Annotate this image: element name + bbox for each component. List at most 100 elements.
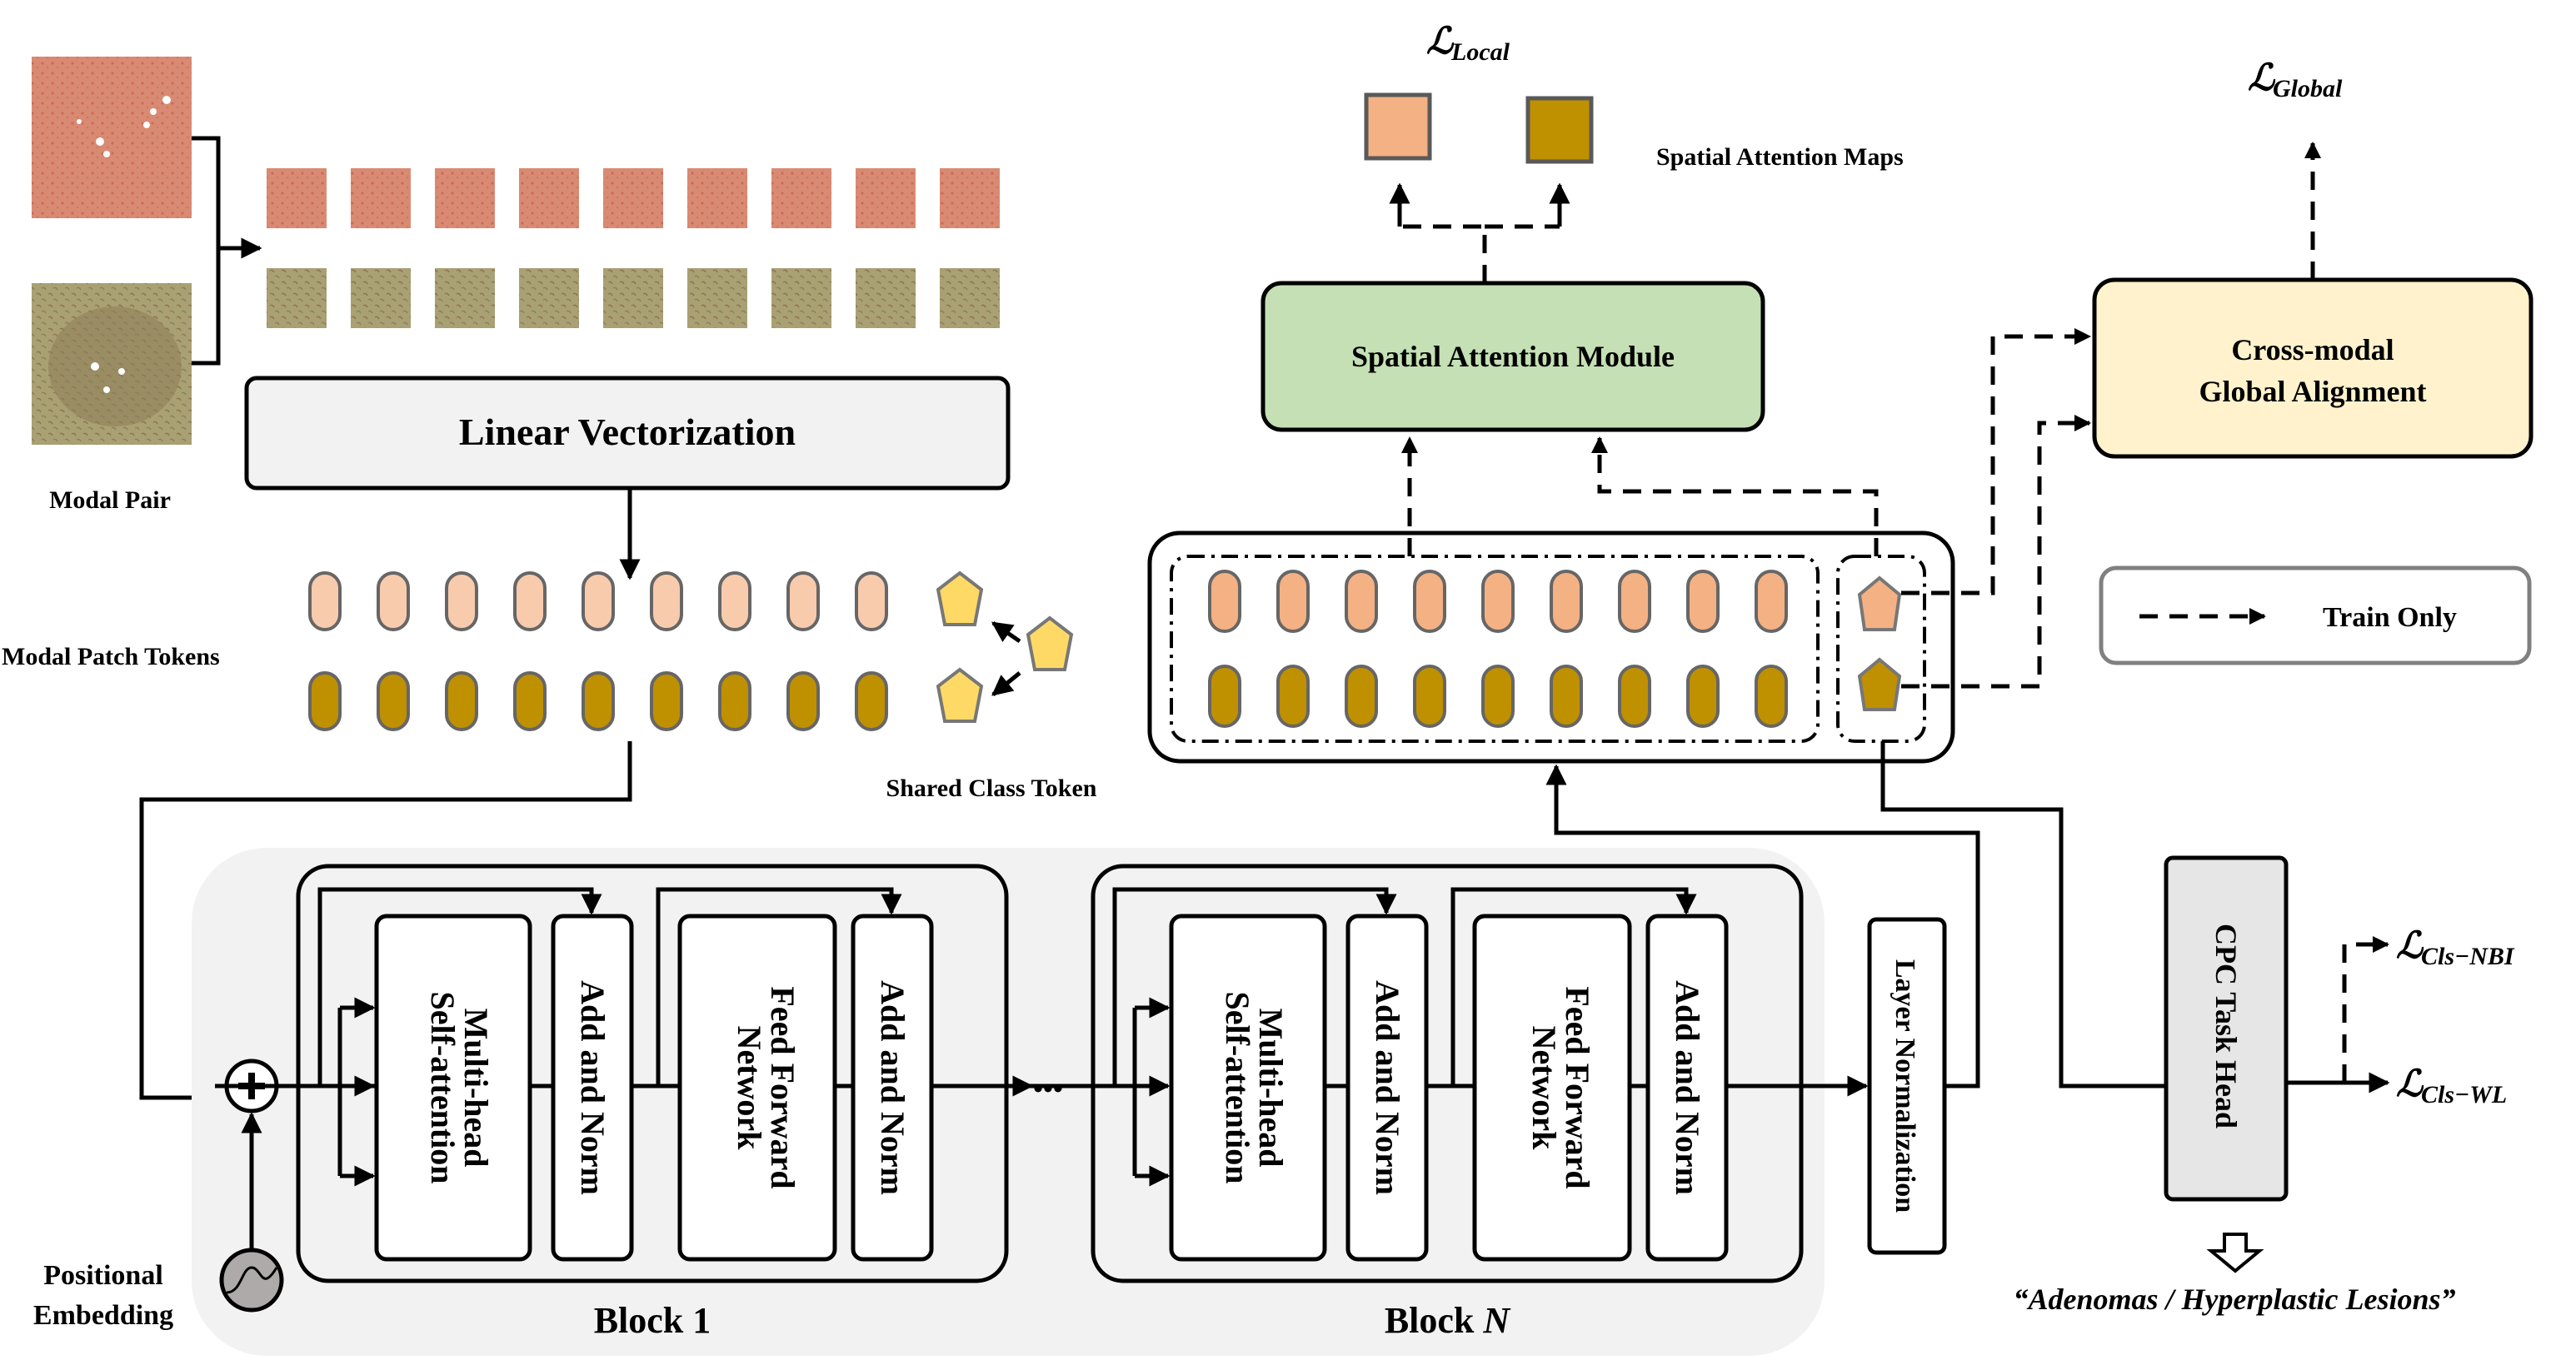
nbi-patch-token (377, 671, 410, 731)
block-title-index: 1 (692, 1300, 711, 1341)
shared-class-token-label: Shared Class Token (886, 775, 1097, 802)
wl-image-highlights (77, 96, 171, 157)
class-token-arrow-up (991, 620, 1021, 644)
residual-2 (1450, 887, 1697, 1086)
output-wl-patch-token (1276, 570, 1310, 633)
mhsa-label-1: Multi-head (1252, 1008, 1290, 1167)
wl-patch-token (513, 571, 547, 631)
wl-patch (856, 168, 916, 228)
block-title-index: N (1482, 1300, 1511, 1341)
loss-cls-nbi: ℒ Cls−NBI (2396, 925, 2515, 970)
nbi-patch-token (650, 671, 683, 731)
shared-class-tokens: Shared Class Token (886, 570, 1097, 802)
add-norm-label-2: Add and Norm (1669, 980, 1706, 1195)
output-nbi-patch-token (1755, 665, 1788, 728)
spatial-attention-module: Spatial Attention Module (1261, 182, 1879, 556)
positional-embedding-label-2: Embedding (33, 1300, 173, 1331)
loss-cls-nbi-sub: Cls−NBI (2421, 943, 2515, 970)
output-nbi-patch-token (1481, 665, 1515, 728)
wl-patch (267, 168, 327, 228)
positional-embedding-label-1: Positional (43, 1260, 163, 1291)
class-token-group-outline (1836, 555, 1926, 743)
modal-patch-tokens (308, 571, 888, 731)
loss-cls-nbi-symbol: ℒ (2396, 925, 2424, 966)
loss-cls-wl-symbol: ℒ (2396, 1064, 2424, 1104)
nbi-patch (856, 268, 916, 328)
sine-wave-icon (219, 1248, 284, 1313)
linear-vectorization-box (244, 376, 1011, 491)
output-class-token-nbi (1857, 657, 1902, 711)
nbi-lesion (48, 306, 182, 426)
wl-patch (603, 168, 663, 228)
loss-global: ℒ Global (2248, 57, 2343, 102)
ellipsis: ••• (1033, 1074, 1063, 1104)
mhsa-label-1: Multi-head (457, 1008, 495, 1167)
nbi-patch-token (445, 671, 478, 731)
class-token-to-sam-arrow (1591, 436, 1879, 556)
output-nbi-patch-token (1413, 665, 1446, 728)
output-patch-tokens (1208, 570, 1788, 728)
wl-patch (519, 168, 579, 228)
nbi-patch (687, 268, 747, 328)
cpc-task-head-box (2164, 855, 2289, 1202)
ffn-label-1: Feed Forward (1559, 986, 1596, 1188)
wl-patch-token (650, 571, 683, 631)
output-nbi-patch-token (1276, 665, 1310, 728)
add-norm-label-1: Add and Norm (1369, 980, 1406, 1195)
attention-map-nbi (1525, 96, 1594, 164)
add-norm-label-1: Add and Norm (574, 980, 612, 1195)
mhsa-label-2: Self-attention (424, 991, 462, 1183)
block-title-main: Block (1385, 1300, 1484, 1341)
class-token-shared (1026, 615, 1074, 671)
legend: Train Only (2099, 565, 2532, 665)
output-wl-patch-token (1208, 570, 1241, 633)
loss-local-sub: Local (1450, 38, 1510, 66)
spatial-attention-maps: Spatial Attention Maps (1364, 92, 1904, 171)
linear-vectorization-label: Linear Vectorization (459, 411, 796, 453)
loss-local-symbol: ℒ (1426, 21, 1455, 62)
modal-pair: Modal Pair (32, 57, 262, 514)
wl-patch-token (855, 571, 888, 631)
output-class-token-wl (1857, 575, 1902, 631)
cpc-task-head: CPC Task Head “Adenomas / Hyperplastic L… (2014, 855, 2456, 1316)
block-title: Block 1 (594, 1300, 711, 1341)
spatial-attention-module-label: Spatial Attention Module (1351, 340, 1675, 373)
loss-local: ℒ Local (1426, 21, 1510, 66)
class-token-nbi (936, 667, 984, 723)
cpc-task-head-label: CPC Task Head (2209, 924, 2243, 1128)
layernorm-to-tokens-line (1545, 764, 1980, 1088)
ffn-label-1: Feed Forward (764, 986, 801, 1188)
wl-patch-token (718, 571, 751, 631)
class-token-to-head-line (1880, 741, 2173, 1088)
wl-patch-token (445, 571, 478, 631)
add-norm-label-2: Add and Norm (874, 980, 911, 1195)
ffn-label-2: Network (731, 1026, 768, 1151)
output-nbi-patch-token (1208, 665, 1241, 728)
output-wl-patch-token (1413, 570, 1446, 633)
loss-cls-wl-sub: Cls−WL (2421, 1081, 2507, 1108)
attention-map-wl (1364, 92, 1432, 161)
output-nbi-patch-token (1618, 665, 1651, 728)
output-wl-patch-token (1755, 570, 1788, 633)
patch-token-group-outline (1170, 555, 1820, 743)
cross-modal-global-alignment: Cross-modal Global Alignment (1901, 142, 2534, 689)
wl-patch (940, 168, 1000, 228)
sam-output-line (1400, 224, 1560, 283)
output-wl-patch-token (1686, 570, 1720, 633)
nbi-patch (351, 268, 411, 328)
legend-box (2099, 565, 2532, 665)
cross-modal-box (2092, 277, 2534, 459)
nbi-patch (771, 268, 831, 328)
modal-patch-tokens-label: Modal Patch Tokens (2, 643, 220, 670)
nbi-patch-token (855, 671, 888, 731)
nbi-class-to-global-arrow (1901, 415, 2091, 689)
head-to-nbi-loss-arrow (2342, 936, 2389, 1083)
nbi-patch-token (308, 671, 342, 731)
loss-global-sub: Global (2273, 75, 2343, 102)
output-classes-label: “Adenomas / Hyperplastic Lesions” (2014, 1283, 2456, 1316)
mhsa-label-2: Self-attention (1219, 991, 1256, 1183)
tokens-to-embedding-connector (139, 741, 632, 1100)
